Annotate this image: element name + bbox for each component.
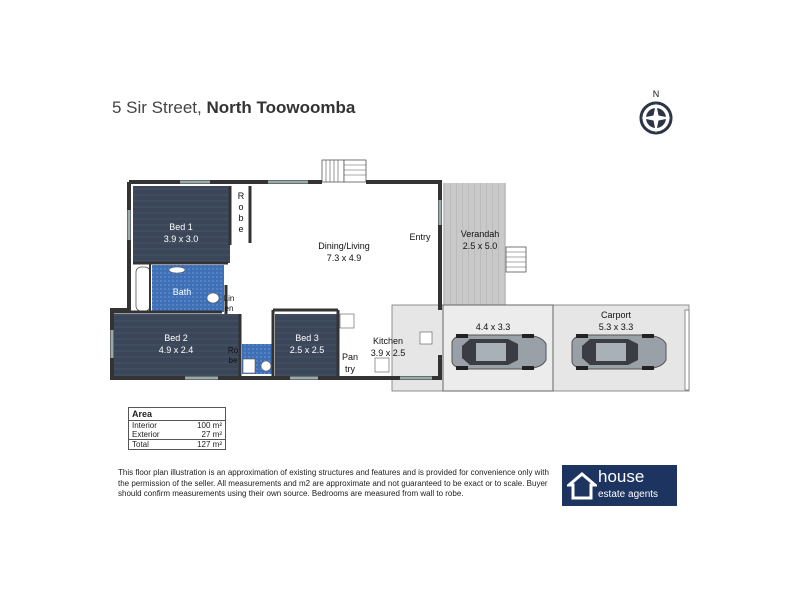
street-text: 5 Sir Street, [112,98,207,117]
brand-logo: house estate agents [562,465,677,506]
suburb-text: North Toowoomba [206,98,356,117]
compass-icon: N [639,89,673,135]
table-row: Interior 100 m² [132,421,222,430]
bed3-floor [275,314,337,376]
svg-text:2.5 x 5.0: 2.5 x 5.0 [463,241,498,251]
linen-label: Lin en [224,294,235,313]
bathtub-icon [135,266,151,312]
verandah-label: Verandah 2.5 x 5.0 [461,229,500,251]
svg-text:o: o [238,202,243,212]
table-row: Total 127 m² [128,439,226,450]
car-icon-carport [571,333,667,371]
svg-text:3.9 x 3.0: 3.9 x 3.0 [164,234,199,244]
bed3-label: Bed 3 2.5 x 2.5 [290,333,325,355]
basin-icon [168,266,186,274]
svg-text:Bed 2: Bed 2 [164,333,188,343]
svg-text:Carport: Carport [601,310,632,320]
svg-text:5.3 x 3.3: 5.3 x 3.3 [599,322,634,332]
bed2-label: Bed 2 4.9 x 2.4 [159,333,194,355]
house-icon [567,472,597,500]
table-row: Exterior 27 m² [132,430,222,439]
disclaimer-text: This floor plan illustration is an appro… [118,468,549,498]
robe1-label: R o b e [238,191,245,234]
area-table: Area Interior 100 m² Exterior 27 m² Tota… [128,407,226,450]
kitchen-label: Kitchen 3.9 x 2.5 [371,336,406,358]
sink-icon [419,331,433,345]
svg-text:en: en [225,304,234,313]
bed1-label: Bed 1 3.9 x 3.0 [164,222,199,244]
svg-text:Pan: Pan [342,352,358,362]
svg-text:7.3 x 4.9: 7.3 x 4.9 [327,253,362,263]
cooktop-icon [374,357,390,373]
svg-text:3.9 x 2.5: 3.9 x 2.5 [371,348,406,358]
entry-label: Entry [409,232,431,242]
svg-text:Bed 1: Bed 1 [169,222,193,232]
bath-label: Bath [173,287,192,297]
area-heading: Area [128,407,226,421]
svg-text:Dining/Living: Dining/Living [318,241,370,251]
svg-text:2.5 x 2.5: 2.5 x 2.5 [290,345,325,355]
bath-floor [152,265,224,312]
svg-text:Ro: Ro [228,346,239,355]
garage-label: 4.4 x 3.3 [476,322,511,332]
svg-text:try: try [345,364,355,374]
svg-text:b: b [238,213,243,223]
pantry-label: Pan try [342,352,358,374]
bed1-floor [133,186,230,263]
toilet-icon [206,292,220,304]
svg-text:Bed 3: Bed 3 [295,333,319,343]
car-icon-garage [451,333,547,371]
robe2-label: Ro be [228,346,239,365]
compass-north-label: N [653,89,660,99]
svg-text:Verandah: Verandah [461,229,500,239]
svg-text:be: be [229,356,238,365]
svg-text:R: R [238,191,245,201]
bed2-floor [114,314,240,376]
svg-text:e: e [238,224,243,234]
property-address: 5 Sir Street, North Toowoomba [112,98,355,118]
verandah-deck [443,183,506,308]
svg-text:Lin: Lin [224,294,235,303]
carport-label: Carport 5.3 x 3.3 [599,310,634,332]
dining-label: Dining/Living 7.3 x 4.9 [318,241,370,263]
svg-text:Kitchen: Kitchen [373,336,403,346]
svg-text:4.9 x 2.4: 4.9 x 2.4 [159,345,194,355]
